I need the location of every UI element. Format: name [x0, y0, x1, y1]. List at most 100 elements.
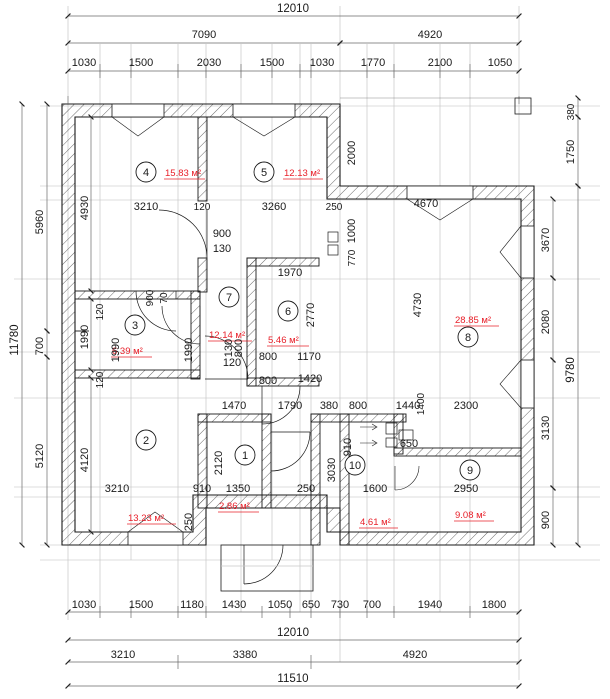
dim-bottom-detail-9: 1800 — [482, 599, 506, 611]
dim-top-detail-4: 1030 — [310, 57, 334, 69]
small-dimension-ticks — [67, 96, 520, 104]
dim-left-inner-0: 4930 — [79, 196, 91, 220]
plumbing-fixtures-room-10 — [360, 422, 414, 448]
dim-interior-38: 3030 — [326, 458, 338, 482]
dim-interior-34: 250 — [297, 483, 315, 495]
room-area-2: 13.23 м² — [128, 513, 164, 524]
room-tags: 4 15.83 м² 5 12.13 м² 3 6.39 м² 7 12.14 … — [111, 161, 499, 529]
dimension-lines-left — [19, 101, 94, 548]
interior-dimensions: 3210 120 3260 250 4670 2000 1000 770 473… — [105, 141, 478, 531]
dim-interior-16: 800 — [259, 351, 277, 363]
room-area-3: 6.39 м² — [112, 346, 143, 357]
dim-interior-33: 1350 — [226, 483, 250, 495]
dim-interior-34b: 250 — [183, 513, 195, 531]
interior-partition-walls — [74, 116, 522, 546]
dim-right-small-1: 1750 — [565, 140, 577, 164]
room-area-7: 12.14 м² — [209, 330, 245, 341]
room-area-6: 5.46 м² — [268, 335, 299, 346]
dim-interior-13: 1970 — [278, 267, 302, 279]
dim-top-detail-6: 2100 — [428, 57, 452, 69]
room-area-1: 2.86 м² — [219, 501, 250, 512]
dim-bottom-detail-8: 1940 — [418, 599, 442, 611]
room-number-9: 9 — [467, 465, 473, 477]
dim-interior-7: 770 — [347, 249, 358, 266]
dim-interior-41: 910 — [193, 483, 211, 495]
dim-right-chain-3: 900 — [540, 511, 552, 529]
dim-left-overall: 11780 — [9, 324, 21, 355]
dim-interior-20-alt: 3210 — [105, 483, 129, 495]
dim-top-detail-2: 2030 — [197, 57, 221, 69]
dim-interior-12: 900 — [145, 289, 156, 306]
dim-interior-4: 4670 — [414, 198, 438, 210]
dim-bottom-detail-7: 700 — [363, 599, 381, 611]
room-number-8: 8 — [465, 332, 471, 344]
dim-interior-15: 1170 — [297, 351, 321, 363]
dim-top-detail-0: 1030 — [72, 57, 96, 69]
dim-interior-5: 2000 — [346, 141, 358, 165]
room-area-8: 28.85 м² — [455, 315, 491, 326]
dim-top-detail-5: 1770 — [361, 57, 385, 69]
upper-right-detail-box — [340, 97, 532, 115]
dim-bottom-detail-1: 1500 — [129, 599, 153, 611]
dim-bottom-detail-0: 1030 — [72, 599, 96, 611]
dim-interior-23: 800 — [233, 339, 245, 357]
dim-interior-1: 120 — [194, 202, 211, 213]
dim-right-small-0: 380 — [566, 103, 577, 120]
dim-top-detail-1: 1500 — [129, 57, 153, 69]
dim-interior-18: 120 — [223, 357, 241, 369]
dim-interior-36: 650 — [400, 438, 418, 450]
dim-right-chain-2: 3130 — [540, 416, 552, 440]
dimension-text-top: 12010 7090 4920 1030 1500 2030 1500 1030… — [72, 3, 512, 69]
room-tag-5: 5 12.13 м² — [253, 161, 323, 183]
room-number-2: 2 — [143, 435, 149, 447]
dim-interior-8: 4730 — [412, 293, 424, 317]
dim-interior-22: 130 — [223, 339, 235, 357]
dim-right-chain-1: 2080 — [540, 310, 552, 334]
dim-bottom-overall-upper: 12010 — [277, 627, 309, 639]
room-area-4: 15.83 м² — [165, 168, 201, 179]
dim-interior-2: 3260 — [262, 201, 286, 213]
room-tag-4: 4 15.83 м² — [135, 161, 205, 183]
room-tag-8: 8 28.85 м² — [454, 315, 499, 348]
dim-top-detail-7: 1050 — [488, 57, 512, 69]
dimension-text-left: 11780 5960 700 5120 4930 120 1990 120 41… — [9, 196, 106, 472]
dim-interior-17: 1420 — [298, 373, 322, 385]
dim-interior-14: 2770 — [305, 303, 317, 327]
dim-left-inner-4: 4120 — [79, 448, 91, 472]
entrance-porch — [220, 544, 314, 592]
dim-interior-39: 2950 — [454, 483, 478, 495]
dim-bottom-major-0: 3210 — [111, 649, 135, 661]
dim-bottom-detail-4: 1050 — [268, 599, 292, 611]
room-tag-6: 6 5.46 м² — [267, 300, 309, 347]
dim-left-outer-0: 5960 — [34, 210, 46, 234]
room-tag-7: 7 12.14 м² — [208, 286, 252, 342]
dim-interior-31: 2300 — [454, 400, 478, 412]
room-number-3: 3 — [132, 320, 138, 332]
dim-interior-28: 800 — [349, 400, 367, 412]
dim-interior-32: 2120 — [213, 451, 225, 475]
dim-right-overall: 9780 — [565, 357, 577, 383]
dim-interior-26: 1790 — [278, 400, 302, 412]
room-area-10: 4.61 м² — [360, 517, 391, 528]
dim-top-major-0: 7090 — [192, 29, 216, 41]
dim-interior-20: 1990 — [183, 338, 195, 362]
dim-left-inner-3: 120 — [95, 371, 106, 388]
dim-bottom-major-1: 3380 — [233, 649, 257, 661]
dim-bottom-detail-2: 1180 — [180, 599, 204, 611]
dim-interior-6: 1000 — [346, 219, 358, 243]
dim-interior-19: 800 — [259, 375, 277, 387]
dim-interior-27: 380 — [320, 400, 338, 412]
dim-bottom-detail-6: 730 — [331, 599, 349, 611]
dim-interior-37: 1600 — [363, 483, 387, 495]
dim-top-detail-3: 1500 — [260, 57, 284, 69]
dim-bottom-major-2: 4920 — [403, 649, 427, 661]
dim-left-outer-1: 700 — [34, 337, 46, 355]
room-tag-2: 2 13.23 м² — [127, 429, 176, 525]
dim-interior-20c: 1990 — [110, 338, 122, 362]
dim-bottom-detail-5: 650 — [302, 599, 320, 611]
dim-left-inner-2: 1990 — [79, 325, 91, 349]
dim-bottom-detail-3: 1430 — [222, 599, 246, 611]
dim-left-inner-1: 120 — [95, 303, 106, 320]
